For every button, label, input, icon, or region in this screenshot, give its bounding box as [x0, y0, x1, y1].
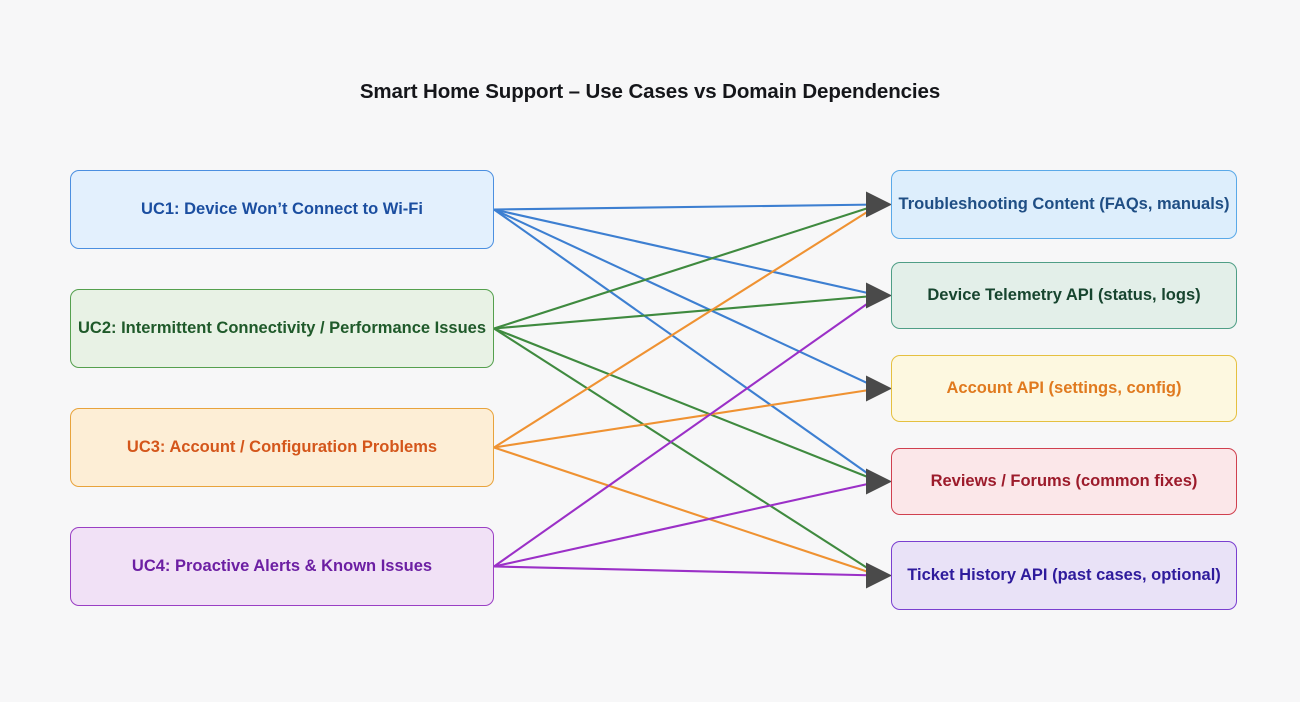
- domain-node-reviews-forums[interactable]: Reviews / Forums (common fixes): [891, 448, 1237, 515]
- edge-uc3-to-d3: [493, 387, 880, 449]
- domain-label-troubleshooting-content: Troubleshooting Content (FAQs, manuals): [898, 195, 1230, 213]
- domain-node-ticket-history-api[interactable]: Ticket History API (past cases, optional…: [891, 541, 1237, 610]
- edge-uc1-to-d3: [493, 208, 880, 390]
- use-case-label-uc4: UC4: Proactive Alerts & Known Issues: [131, 557, 433, 575]
- edge-uc1-to-d1: [493, 203, 880, 211]
- edge-uc3-to-d1: [493, 203, 880, 449]
- arrowhead-into-d3: [866, 375, 892, 402]
- domain-label-device-telemetry-api: Device Telemetry API (status, logs): [927, 286, 1201, 304]
- domain-node-account-api[interactable]: Account API (settings, config): [891, 355, 1237, 422]
- domain-label-account-api: Account API (settings, config): [946, 379, 1182, 397]
- use-case-node-uc1[interactable]: UC1: Device Won’t Connect to Wi-Fi: [70, 170, 494, 249]
- domain-label-ticket-history-api: Ticket History API (past cases, optional…: [907, 566, 1221, 584]
- edge-uc4-to-d5: [493, 565, 880, 577]
- edge-uc2-to-d2: [493, 294, 880, 330]
- use-case-node-uc2[interactable]: UC2: Intermittent Connectivity / Perform…: [70, 289, 494, 368]
- use-case-node-uc4[interactable]: UC4: Proactive Alerts & Known Issues: [70, 527, 494, 606]
- use-case-label-uc3: UC3: Account / Configuration Problems: [126, 438, 438, 456]
- page-title: Smart Home Support – Use Cases vs Domain…: [359, 80, 941, 103]
- domain-node-troubleshooting-content[interactable]: Troubleshooting Content (FAQs, manuals): [891, 170, 1237, 239]
- domain-label-reviews-forums: Reviews / Forums (common fixes): [930, 472, 1198, 490]
- edge-uc1-to-d4: [493, 208, 880, 483]
- arrowhead-into-d4: [866, 468, 892, 495]
- use-case-label-uc1: UC1: Device Won’t Connect to Wi-Fi: [141, 200, 423, 218]
- edge-uc2-to-d4: [493, 327, 880, 483]
- edge-uc2-to-d5: [493, 327, 880, 577]
- arrowhead-into-d5: [866, 562, 892, 589]
- use-case-label-uc2: UC2: Intermittent Connectivity / Perform…: [77, 319, 487, 337]
- domain-node-device-telemetry-api[interactable]: Device Telemetry API (status, logs): [891, 262, 1237, 329]
- edge-uc2-to-d1: [493, 203, 880, 330]
- edge-uc4-to-d4: [493, 480, 880, 568]
- arrowhead-into-d2: [866, 282, 892, 309]
- arrowhead-into-d1: [866, 191, 892, 218]
- edge-uc3-to-d5: [493, 446, 880, 577]
- edge-uc4-to-d2: [493, 294, 880, 568]
- use-case-node-uc3[interactable]: UC3: Account / Configuration Problems: [70, 408, 494, 487]
- edge-uc1-to-d2: [493, 208, 880, 297]
